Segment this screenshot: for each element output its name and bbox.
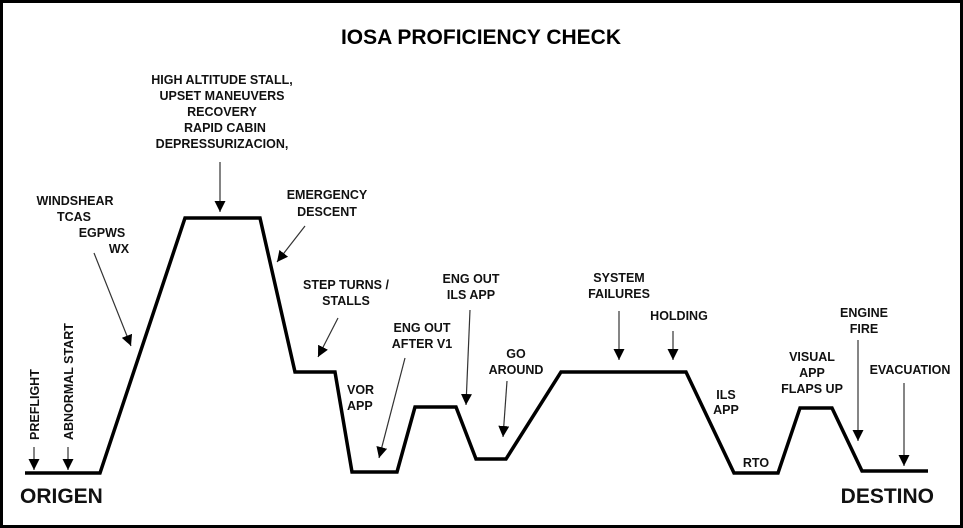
- label-visual-app: VISUAL APP FLAPS UP: [781, 350, 843, 396]
- label-windshear: WINDSHEAR TCAS EGPWS WX: [36, 194, 129, 256]
- label-line: AFTER V1: [392, 337, 452, 351]
- label-line: UPSET MANEUVERS: [159, 89, 284, 103]
- label-ils-app: ILS APP: [713, 388, 739, 417]
- label-line: DESCENT: [297, 205, 357, 219]
- diagram-title: IOSA PROFICIENCY CHECK: [341, 26, 621, 49]
- label-line: EMERGENCY: [287, 188, 368, 202]
- label-line: VISUAL: [789, 350, 835, 364]
- label-line: ILS APP: [447, 288, 495, 302]
- label-go-around: GO AROUND: [489, 347, 544, 377]
- arrow-emergency-descent: [276, 225, 306, 263]
- label-vor-app: VOR APP: [347, 383, 374, 413]
- label-line: FAILURES: [588, 287, 650, 301]
- label-line: GO: [506, 347, 526, 361]
- label-line: SYSTEM: [593, 271, 644, 285]
- label-line: RECOVERY: [187, 105, 257, 119]
- label-line: STEP TURNS /: [303, 278, 389, 292]
- arrow-go-around: [498, 380, 510, 438]
- label-line: APP: [713, 403, 739, 417]
- label-engine-fire: ENGINE FIRE: [840, 306, 888, 336]
- label-line: AROUND: [489, 363, 544, 377]
- label-line: VOR: [347, 383, 374, 397]
- arrows: [28, 162, 910, 470]
- label-line: HIGH ALTITUDE STALL,: [151, 73, 292, 87]
- label-evacuation: EVACUATION: [870, 363, 951, 377]
- label-eng-out-after-v1: ENG OUT AFTER V1: [392, 321, 452, 351]
- label-line: ENGINE: [840, 306, 888, 320]
- label-line: FLAPS UP: [781, 382, 843, 396]
- label-system-failures: SYSTEM FAILURES: [588, 271, 650, 301]
- label-line: ENG OUT: [443, 272, 500, 286]
- label-line: ENG OUT: [394, 321, 451, 335]
- label-step-turns: STEP TURNS / STALLS: [303, 278, 389, 308]
- label-abnormal-start: ABNORMAL START: [62, 323, 76, 440]
- label-egpws-line: EGPWS: [79, 226, 126, 240]
- label-preflight: PREFLIGHT: [28, 369, 42, 440]
- arrow-windshear: [93, 252, 133, 347]
- label-line: ILS: [716, 388, 735, 402]
- label-rto: RTO: [743, 456, 769, 470]
- label-tcas-line: TCAS: [57, 210, 91, 224]
- label-eng-out-ils: ENG OUT ILS APP: [443, 272, 500, 302]
- label-wx-line: WX: [109, 242, 130, 256]
- label-high-altitude: HIGH ALTITUDE STALL, UPSET MANEUVERS REC…: [151, 73, 292, 151]
- label-line: APP: [799, 366, 825, 380]
- label-line: STALLS: [322, 294, 370, 308]
- arrow-step-turns: [317, 317, 339, 358]
- label-holding: HOLDING: [650, 309, 708, 323]
- label-windshear-line: WINDSHEAR: [36, 194, 113, 208]
- label-origin: ORIGEN: [20, 485, 103, 508]
- arrow-eng-out-after-v1: [376, 357, 406, 459]
- label-line: APP: [347, 399, 373, 413]
- label-destination: DESTINO: [841, 485, 934, 508]
- label-line: DEPRESSURIZACION,: [156, 137, 289, 151]
- label-line: RAPID CABIN: [184, 121, 266, 135]
- flight-profile-line: [25, 216, 928, 475]
- label-line: FIRE: [850, 322, 878, 336]
- arrow-eng-out-ils: [460, 309, 472, 406]
- label-emergency-descent: EMERGENCY DESCENT: [287, 188, 368, 219]
